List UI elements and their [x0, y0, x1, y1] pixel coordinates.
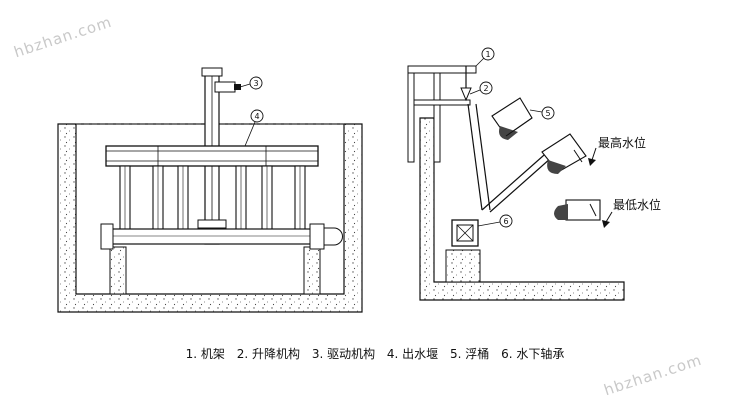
label-lowest-water-level: 最低水位 [613, 197, 661, 212]
callout-5 [541, 106, 555, 120]
legend-item-frame: 1. 机架 [185, 347, 225, 361]
callout-6 [499, 214, 513, 228]
callout-2-label: 2 [483, 84, 488, 93]
frame-top-beam [407, 65, 477, 74]
callout-4 [250, 109, 264, 123]
legend-item-lifting: 2. 升降机构 [236, 347, 300, 361]
float-bucket-low [554, 199, 601, 221]
float-bucket-high [541, 133, 587, 174]
legend-item-weir: 4. 出水堰 [386, 347, 439, 361]
flange-left [100, 223, 114, 250]
callout-3 [249, 76, 263, 90]
arrow-highest-icon [588, 158, 596, 166]
callout-1 [481, 47, 495, 61]
support-pad-left [109, 246, 127, 295]
lifting-mechanism [460, 87, 472, 102]
callout-1-label: 1 [485, 50, 490, 59]
frame-vertical-1 [407, 69, 415, 163]
header-pipe [111, 228, 313, 245]
legend-caption: 1. 机架 2. 升降机构 3. 驱动机构 4. 出水堰 5. 浮桶 6. 水下… [0, 345, 750, 362]
drive-mechanism [214, 81, 236, 93]
legend-item-drive: 3. 驱动机构 [311, 347, 376, 361]
support-pad-right [303, 246, 321, 295]
weir-trough [105, 145, 319, 167]
frame-vertical-2 [433, 69, 441, 163]
front-view: 3 4 [57, 67, 363, 313]
flange-right [309, 223, 325, 250]
callout-5-label: 5 [545, 109, 550, 118]
callout-3-label: 3 [253, 79, 258, 88]
callout-6-label: 6 [503, 217, 508, 226]
underwater-bearing-front [323, 227, 343, 246]
side-view: 最高水位 最低水位 1 2 5 6 [407, 47, 661, 301]
label-highest-water-level: 最高水位 [598, 135, 646, 150]
callout-2 [479, 81, 493, 95]
float-bucket-upper [491, 97, 533, 140]
bearing-base [445, 249, 481, 283]
legend-item-bearing: 6. 水下轴承 [501, 347, 565, 361]
legend-item-float: 5. 浮桶 [450, 347, 490, 361]
callout-4-label: 4 [254, 112, 259, 121]
arrow-lowest-icon [602, 220, 610, 228]
frame-arm [413, 99, 471, 106]
